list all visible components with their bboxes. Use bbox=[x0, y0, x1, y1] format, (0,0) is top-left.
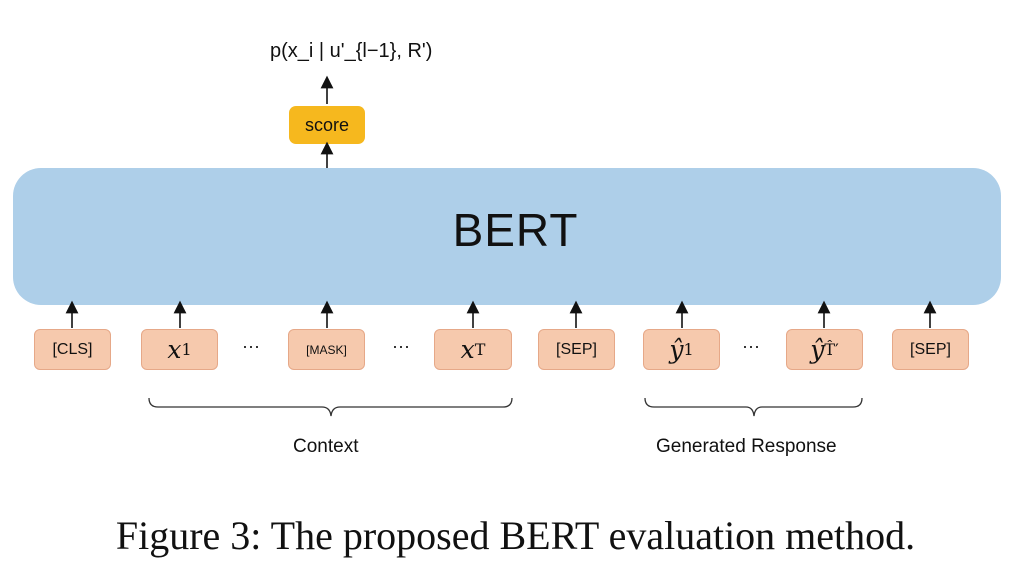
token-x1-subscript: 1 bbox=[181, 340, 192, 359]
ellipsis-1: ··· bbox=[242, 336, 260, 356]
score-box: score bbox=[289, 106, 365, 144]
token-sep-2: [SEP] bbox=[892, 329, 969, 370]
ellipsis-2: ··· bbox=[392, 336, 410, 356]
bert-model-box bbox=[13, 168, 1001, 305]
generated-response-label: Generated Response bbox=[656, 436, 837, 457]
token-input-arrows bbox=[65, 300, 937, 328]
token-sep-1-label: [SEP] bbox=[556, 340, 597, 358]
context-label: Context bbox=[293, 436, 359, 457]
bert-label: BERT bbox=[452, 204, 579, 256]
score-label: score bbox=[304, 114, 349, 135]
token-yT-symbol: ŷ bbox=[810, 335, 825, 364]
token-x1-symbol: x bbox=[167, 335, 182, 364]
token-yT-subscript: T̂′ bbox=[824, 340, 839, 359]
figure-caption: Figure 3: The proposed BERT evaluation m… bbox=[115, 513, 916, 558]
token-y1-symbol: ŷ bbox=[669, 335, 684, 364]
token-xT-symbol: x bbox=[460, 335, 475, 364]
response-brace bbox=[644, 397, 863, 417]
token-cls-label: [CLS] bbox=[52, 340, 93, 358]
token-sep-1: [SEP] bbox=[538, 329, 615, 370]
token-sep-2-label: [SEP] bbox=[910, 340, 951, 358]
output-probability-label: p(x_i | u'_{l−1}, R') bbox=[270, 40, 432, 63]
token-cls: [CLS] bbox=[34, 329, 111, 370]
ellipsis-3: ··· bbox=[742, 336, 760, 356]
context-brace bbox=[148, 397, 513, 417]
token-mask-label: [MASK] bbox=[306, 342, 347, 357]
token-xT-subscript: T bbox=[474, 340, 486, 359]
token-mask: [MASK] bbox=[288, 329, 365, 370]
token-y1-subscript: 1 bbox=[683, 340, 694, 359]
output-formula: p(x_i | u'_{l−1}, R') bbox=[270, 40, 433, 62]
